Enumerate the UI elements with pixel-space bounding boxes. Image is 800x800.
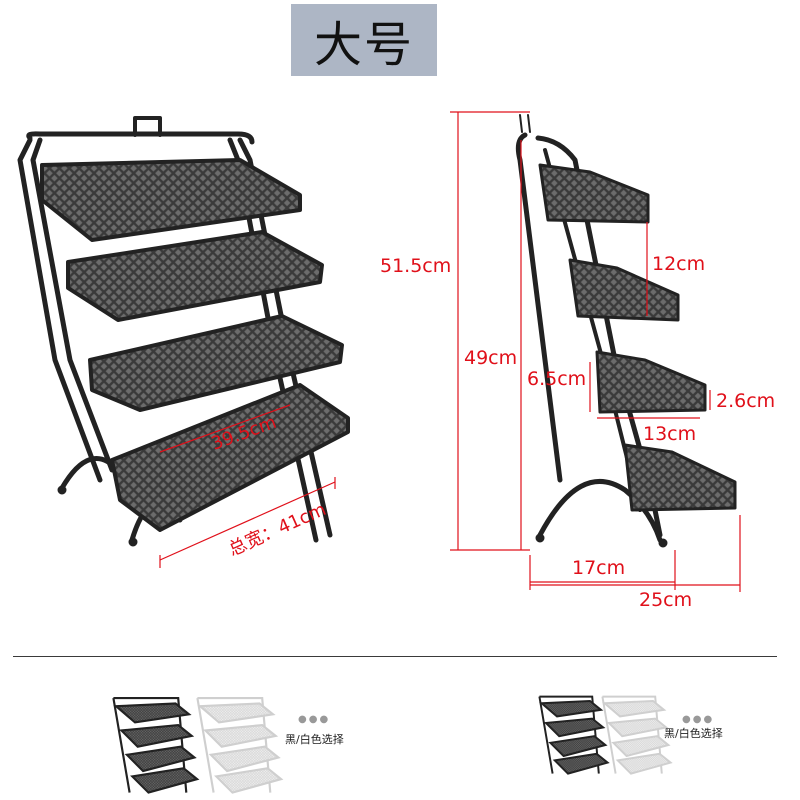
side-rail-back — [515, 132, 563, 483]
total-depth-label: 25cm — [639, 589, 692, 611]
shelf-1 — [40, 158, 302, 242]
shelf-gap-label: 12cm — [652, 253, 705, 275]
side-shelf-1 — [538, 163, 650, 224]
size-title: 大号 — [291, 4, 437, 76]
side-dimensions — [450, 111, 741, 592]
color-option-right[interactable] — [538, 695, 673, 775]
more-dots-icon: ●●● — [298, 714, 331, 725]
rack-base-left — [59, 455, 121, 491]
shelf-4 — [110, 383, 350, 532]
rack-foot-left — [57, 485, 67, 495]
more-dots-icon-right: ●●● — [682, 714, 715, 725]
side-rail-front — [535, 135, 663, 538]
shelf-depth-label: 13cm — [643, 423, 696, 445]
total-width-line — [159, 481, 336, 561]
inner-width-line — [159, 404, 291, 453]
section-divider — [13, 656, 777, 657]
rack-left-rail-outer — [17, 137, 103, 483]
lip-back-label: 6.5cm — [527, 368, 586, 390]
rack-foot-right — [128, 537, 138, 547]
rack-handle — [133, 116, 162, 137]
side-shelf-3 — [595, 350, 707, 414]
side-view-shelves — [538, 163, 737, 512]
base-depth-label: 17cm — [572, 557, 625, 579]
total-height-label: 51.5cm — [380, 255, 451, 277]
frame-height-label: 49cm — [464, 347, 517, 369]
rack-left-rail-inner — [30, 137, 115, 473]
side-shelf-2 — [568, 258, 680, 322]
color-option-left[interactable] — [112, 697, 284, 794]
front-view-shelves — [40, 158, 350, 532]
color-option-label-right: 黑/白色选择 — [664, 727, 723, 740]
color-option-label-left: 黑/白色选择 — [285, 733, 344, 746]
side-base-arc — [537, 479, 663, 543]
size-title-text: 大号 — [313, 17, 414, 73]
rack-top-bar — [26, 131, 255, 145]
lip-front-label: 2.6cm — [716, 390, 775, 412]
side-shelf-4 — [623, 443, 737, 512]
shelf-2 — [66, 230, 324, 322]
shelf-3 — [88, 314, 344, 412]
